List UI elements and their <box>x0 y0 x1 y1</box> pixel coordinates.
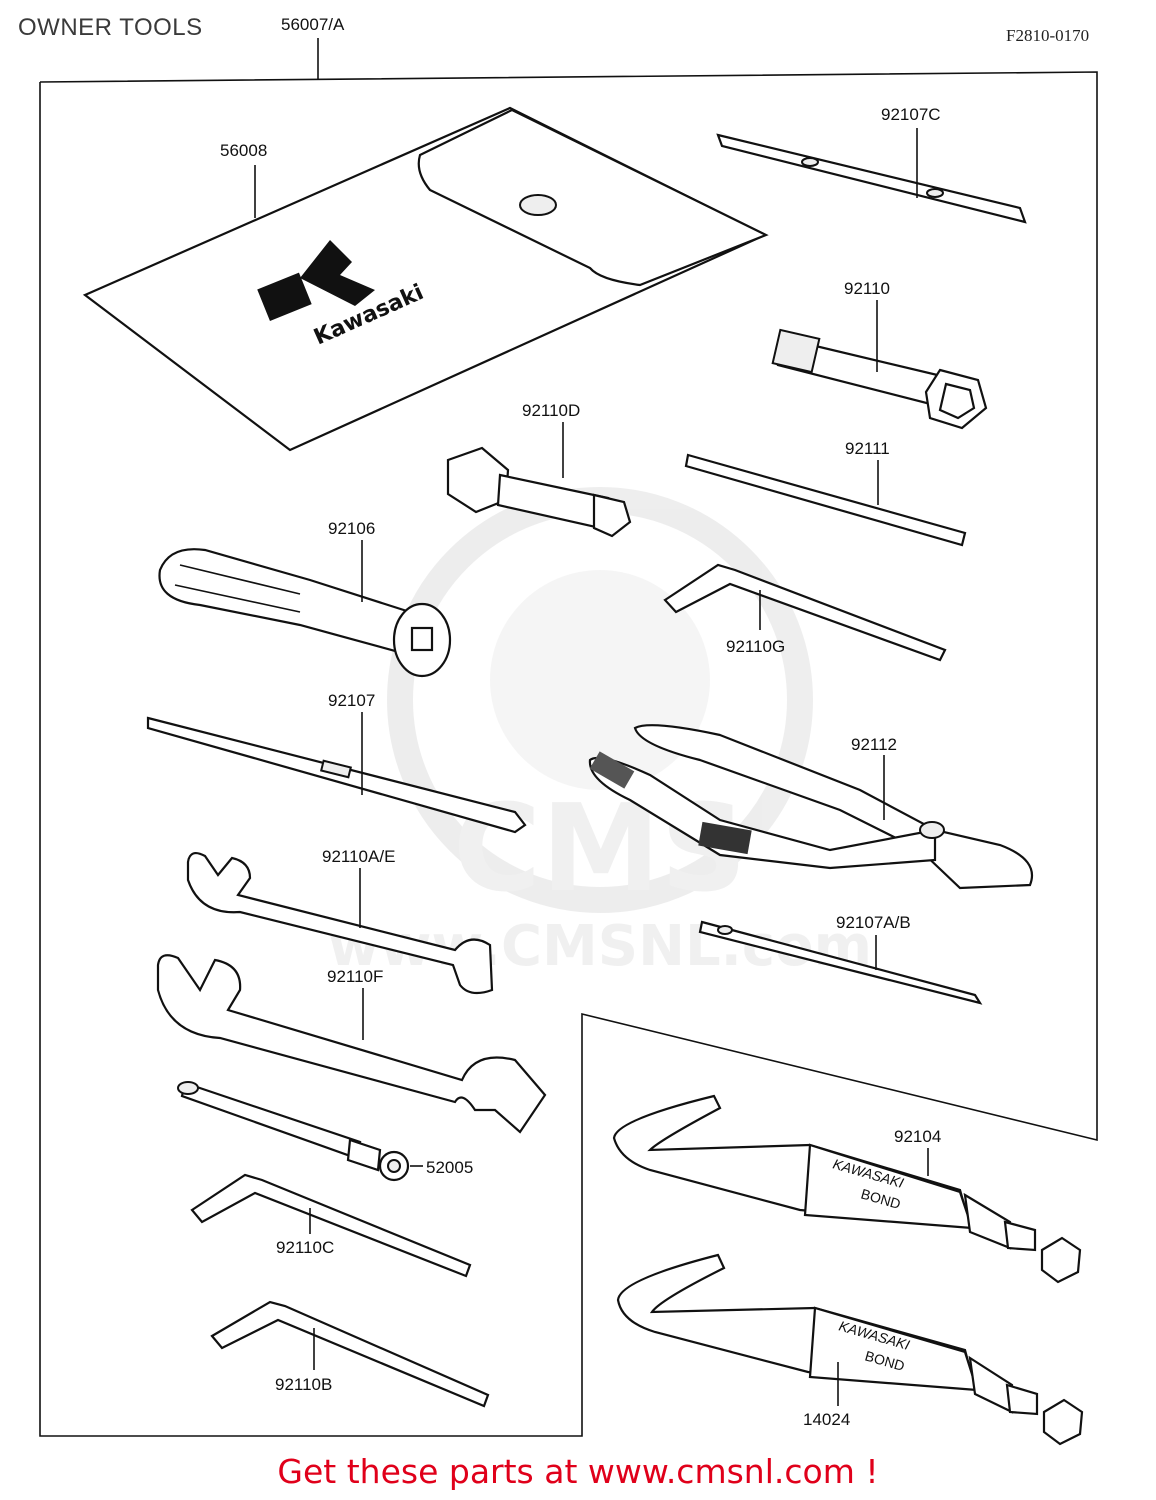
svg-text:CMS: CMS <box>453 780 747 919</box>
open-wrench-f <box>156 954 547 1134</box>
part-number-92107ab: 92107A/B <box>836 913 911 932</box>
part-number-92106: 92106 <box>328 519 375 538</box>
part-number-92110b: 92110B <box>275 1375 332 1394</box>
part-number-52005: 52005 <box>426 1158 473 1177</box>
part-number-92111: 92111 <box>845 439 890 458</box>
spoke-tool <box>177 1081 423 1182</box>
diagram-code: F2810-0170 <box>1006 26 1090 45</box>
part-number-92104: 92104 <box>894 1127 941 1146</box>
hex-key-g <box>663 563 947 662</box>
part-number-92107: 92107 <box>328 691 375 710</box>
part-number-92107c: 92107C <box>881 105 941 124</box>
bond-tube-14024: KAWASAKI BOND <box>616 1253 1084 1446</box>
box-wrench <box>771 300 988 430</box>
hex-key-b <box>210 1300 490 1408</box>
section-title: OWNER TOOLS <box>18 14 203 41</box>
part-number-56008: 56008 <box>220 141 267 160</box>
part-number-92110f: 92110F <box>327 967 383 986</box>
tommy-bar <box>684 453 967 547</box>
bond-tube-92104: KAWASAKI BOND <box>612 1094 1082 1284</box>
part-number-92110g: 92110G <box>726 637 785 656</box>
hex-key-c <box>190 1173 472 1278</box>
screwdriver-tip <box>146 712 527 834</box>
part-number-92110d: 92110D <box>522 401 580 420</box>
socket-wrench-d <box>446 422 632 538</box>
part-number-14024: 14024 <box>803 1410 850 1429</box>
pliers <box>588 724 1033 890</box>
driver-handle <box>158 540 452 678</box>
part-number-92110: 92110 <box>844 279 890 298</box>
screwdriver-tip-c <box>716 128 1027 224</box>
part-number-92110ae: 92110A/E <box>322 847 395 866</box>
part-number-92112: 92112 <box>851 735 897 754</box>
part-number-56007a: 56007/A <box>281 15 345 34</box>
part-number-labels: 56007/A 56008 92107C 92110 92110D 92111 … <box>220 15 941 1429</box>
kit-outline <box>39 38 1098 1437</box>
open-wrench-ae <box>186 851 494 995</box>
tool-bag: Kawasaki <box>82 106 769 452</box>
part-number-92110c: 92110C <box>276 1238 334 1257</box>
screwdriver-tip-ab <box>698 920 983 1005</box>
watermark: CMS www.CMSNL.com <box>328 487 872 979</box>
promo-footer-link[interactable]: Get these parts at www.cmsnl.com ! <box>277 1452 879 1491</box>
